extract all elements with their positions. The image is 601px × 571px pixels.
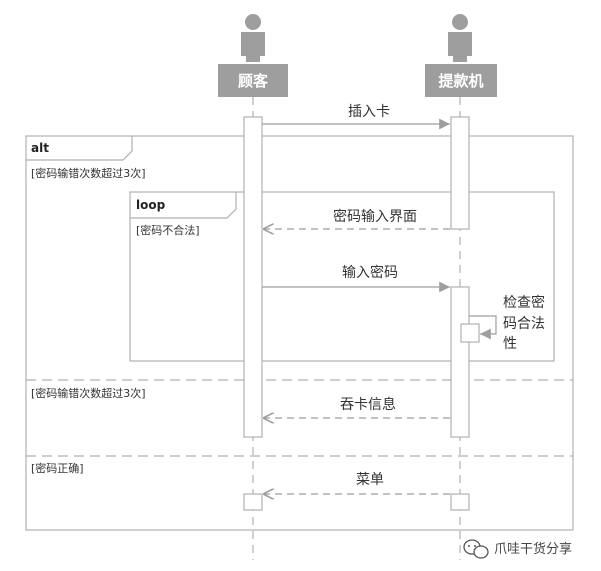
password-ui-label: 密码输入界面 [333, 208, 417, 225]
watermark-text: 爪哇干货分享 [494, 541, 572, 557]
atm-activation-2 [450, 286, 470, 438]
atm-activation-1 [450, 116, 470, 230]
loop-frame-label: loop [136, 198, 166, 212]
check-validity-label-line3: 性 [503, 336, 517, 352]
loop-guard: [密码不合法] [136, 223, 200, 237]
atm-actor-icon [448, 14, 472, 62]
atm-self-activation [460, 323, 480, 343]
check-validity-label-line1: 检查密 [503, 294, 545, 311]
enter-password-label: 输入密码 [342, 264, 398, 281]
customer-head-label: 顾客 [238, 72, 269, 90]
insert-card-label: 插入卡 [348, 104, 390, 120]
alt-frame-label: alt [31, 141, 49, 155]
menu-label: 菜单 [356, 472, 384, 488]
swallow-card-label: 吞卡信息 [340, 396, 396, 413]
customer-activation-menu [243, 493, 263, 511]
customer-head-box [218, 64, 288, 97]
loop-frame-tab [130, 192, 237, 219]
loop-frame [129, 191, 555, 362]
atm-head-label: 提款机 [438, 72, 483, 90]
atm-head-box [425, 64, 497, 97]
wechat-icon [463, 539, 489, 559]
check-validity-label-line2: 码合法 [503, 316, 545, 332]
alt-guard-3: [密码正确] [31, 461, 84, 475]
atm-activation-menu [450, 493, 470, 511]
alt-guard-2: [密码输错次数超过3次] [31, 386, 146, 400]
alt-frame-tab [26, 136, 133, 161]
check-validity-self-arrow [469, 315, 497, 340]
customer-actor-icon [241, 14, 265, 62]
alt-guard-1: [密码输错次数超过3次] [31, 166, 146, 180]
alt-frame [25, 135, 574, 531]
customer-activation [243, 116, 263, 438]
